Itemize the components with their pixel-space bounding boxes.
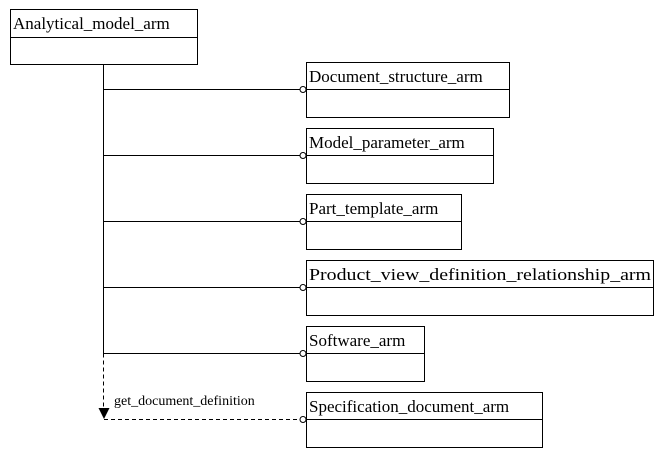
connector-endpoint-circle	[299, 350, 307, 357]
connector-endpoint-circle	[299, 152, 307, 159]
module-title: Software_arm	[309, 331, 405, 350]
module-box-model-parameter[interactable]: Model_parameter_arm	[306, 128, 494, 184]
module-box-software[interactable]: Software_arm	[306, 326, 425, 382]
module-box-document-structure[interactable]: Document_structure_arm	[306, 62, 510, 118]
connector-endpoint-circle	[299, 86, 307, 93]
connector-endpoint-circle	[299, 218, 307, 225]
reference-label: get_document_definition	[114, 394, 255, 409]
root-module-title: Analytical_model_arm	[13, 14, 170, 33]
connector-endpoint-circle	[299, 416, 307, 423]
dependency-arrowhead	[98, 408, 110, 419]
module-title: Part_template_arm	[309, 199, 438, 218]
root-module-box[interactable]: Analytical_model_arm	[10, 9, 198, 65]
module-title: Specification_document_arm	[309, 397, 509, 416]
module-title: Product_view_definition_relationship_arm	[309, 265, 651, 284]
module-box-product-view-definition-relationship[interactable]: Product_view_definition_relationship_arm	[306, 260, 654, 316]
module-title: Document_structure_arm	[309, 67, 483, 86]
connector-endpoint-circle	[299, 284, 307, 291]
module-box-specification-document[interactable]: Specification_document_arm	[306, 392, 543, 448]
module-box-part-template[interactable]: Part_template_arm	[306, 194, 462, 250]
module-title: Model_parameter_arm	[309, 133, 465, 152]
